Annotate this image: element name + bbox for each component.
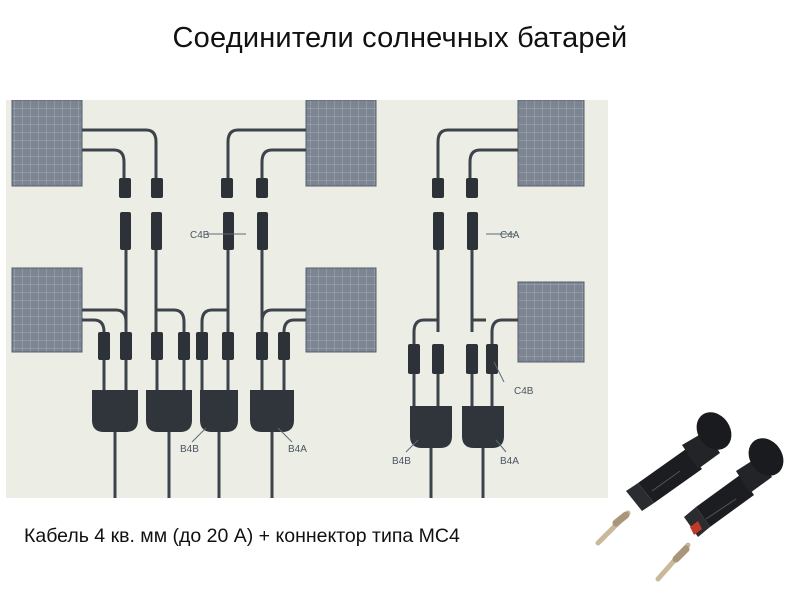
mc4-connector-photo xyxy=(595,412,784,582)
mc4-connectors xyxy=(98,178,498,374)
label-c4a-right: C4A xyxy=(500,230,520,241)
label-b4b-right: B4B xyxy=(392,456,411,467)
mc4-male-connector xyxy=(655,438,784,582)
solar-panel-top-left xyxy=(11,100,83,187)
solar-panel-top-right xyxy=(517,100,585,187)
label-b4a-right: B4A xyxy=(500,456,519,467)
solar-panel-top-middle xyxy=(305,100,377,187)
branch-connectors xyxy=(92,390,504,448)
label-b4b-left: B4B xyxy=(180,444,199,455)
solar-panel-mid-right xyxy=(517,281,585,363)
solar-panel-mid-left xyxy=(11,267,83,353)
label-b4a-left: B4A xyxy=(288,444,307,455)
caption: Кабель 4 кв. мм (до 20 А) + коннектор ти… xyxy=(24,525,460,547)
solar-panel-mid-middle xyxy=(305,267,377,353)
label-c4b-right: C4B xyxy=(514,386,534,397)
mc4-female-connector xyxy=(595,412,732,546)
connector-diagram: C4B C4A B4B B4A C4B B4B B4A xyxy=(6,100,608,498)
label-c4b-left: C4B xyxy=(190,230,210,241)
page-title: Соединители солнечных батарей xyxy=(172,22,628,54)
